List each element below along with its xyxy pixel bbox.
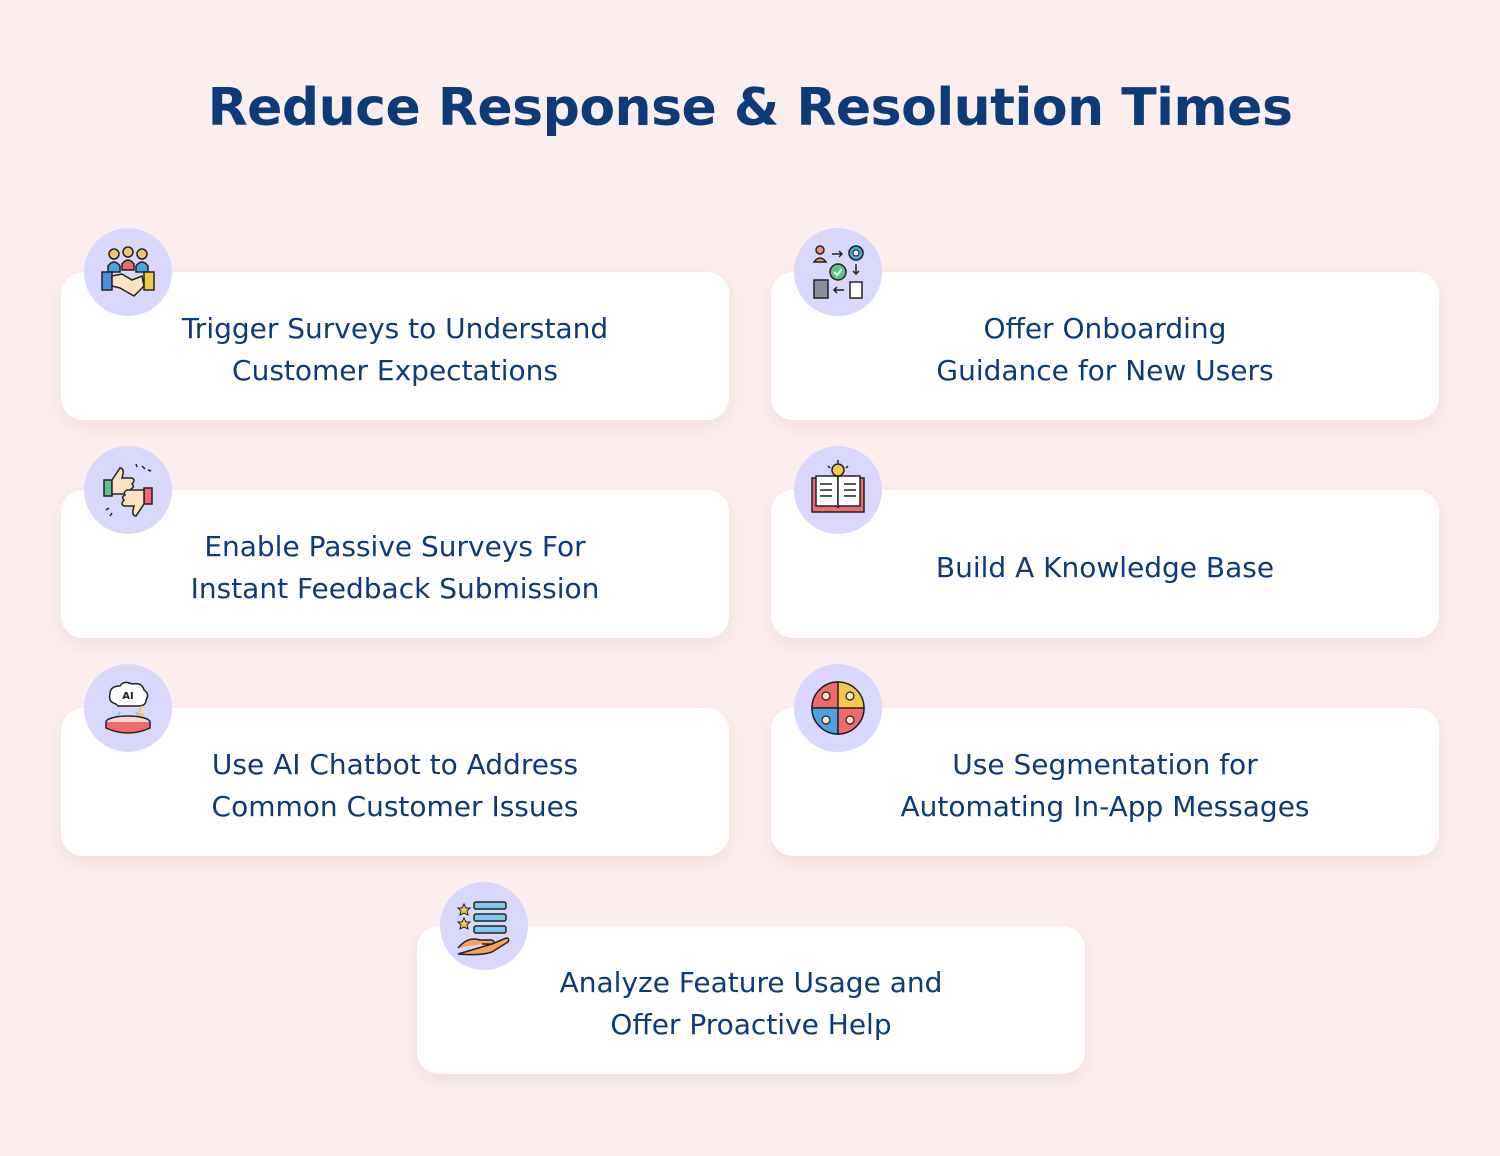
- tip-card-knowledge-base: Build A Knowledge Base: [771, 490, 1439, 638]
- ai-brain-icon: AI: [84, 664, 172, 752]
- tip-card-label: Offer Onboarding Guidance for New Users: [936, 312, 1274, 387]
- tip-card-label: Use AI Chatbot to Address Common Custome…: [211, 748, 579, 823]
- handshake-team-icon: [84, 228, 172, 316]
- tip-card-label: Analyze Feature Usage and Offer Proactiv…: [559, 966, 943, 1041]
- tip-card-passive-surveys: Enable Passive Surveys For Instant Feedb…: [61, 490, 729, 638]
- tip-card-feature-usage: Analyze Feature Usage and Offer Proactiv…: [417, 926, 1085, 1074]
- tip-card-surveys: Trigger Surveys to Understand Customer E…: [61, 272, 729, 420]
- thumbs-feedback-icon: [84, 446, 172, 534]
- svg-text:AI: AI: [122, 691, 133, 702]
- onboarding-workflow-icon: [794, 228, 882, 316]
- tip-card-label: Use Segmentation for Automating In-App M…: [900, 748, 1310, 823]
- page-title: Reduce Response & Resolution Times: [207, 78, 1293, 138]
- tip-card-label: Trigger Surveys to Understand Customer E…: [181, 312, 609, 387]
- tip-card-onboarding: Offer Onboarding Guidance for New Users: [771, 272, 1439, 420]
- knowledge-book-icon: [794, 446, 882, 534]
- hand-checklist-icon: [440, 882, 528, 970]
- tip-card-ai-chatbot: Use AI Chatbot to Address Common Custome…: [61, 708, 729, 856]
- tip-card-label: Enable Passive Surveys For Instant Feedb…: [190, 530, 600, 605]
- tip-card-label: Build A Knowledge Base: [935, 551, 1275, 584]
- segmentation-pie-icon: [794, 664, 882, 752]
- tip-card-segmentation: Use Segmentation for Automating In-App M…: [771, 708, 1439, 856]
